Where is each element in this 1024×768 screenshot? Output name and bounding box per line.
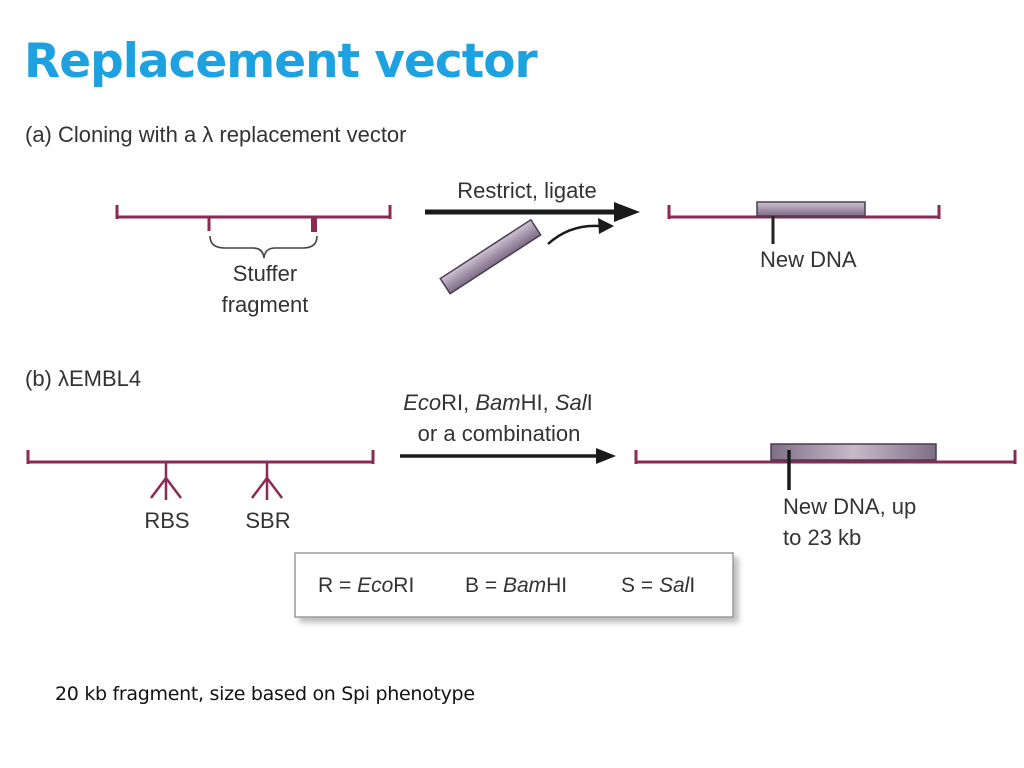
new-dna-label-a: New DNA (760, 247, 857, 272)
panel-a-heading: (a) Cloning with a λ replacement vector (25, 122, 407, 147)
rbs-site-marker (150, 462, 182, 500)
sbr-site-marker (251, 462, 283, 500)
new-dna-insert-a (756, 201, 866, 217)
fragment-label: fragment (222, 292, 309, 317)
restrict-ligate-arrow (425, 202, 640, 222)
panel-b-heading: (b) λEMBL4 (25, 366, 141, 391)
insert-curved-arrowhead (598, 218, 614, 234)
stuffer-label: Stuffer (233, 261, 297, 286)
digest-arrow-b (400, 448, 616, 464)
stuffer-brace (209, 235, 318, 259)
vector-b-right (634, 450, 1017, 464)
new-dna-label-b-line2: to 23 kb (783, 525, 861, 550)
enzyme-i: I (587, 390, 593, 415)
vector-b-left (26, 450, 375, 464)
new-dna-fragment-a (439, 218, 542, 295)
enzyme-sal: Sal (555, 390, 588, 415)
restrict-ligate-label: Restrict, ligate (457, 178, 596, 203)
rbs-label: RBS (144, 508, 189, 533)
combination-label: or a combination (418, 421, 581, 446)
new-dna-label-b-line1: New DNA, up (783, 494, 916, 519)
slide-title: Replacement vector (24, 34, 538, 89)
legend-b: B = BamHI (465, 574, 567, 597)
vector-a-right (667, 205, 941, 219)
restriction-site-marker (311, 217, 317, 232)
slide-caption: 20 kb fragment, size based on Spi phenot… (55, 683, 475, 705)
enzyme-eco: Eco (403, 390, 441, 415)
enzyme-bam: Bam (475, 390, 520, 415)
legend-r: R = EcoRI (318, 574, 414, 597)
enzyme-legend: R = EcoRI B = BamHI S = SalI (294, 552, 734, 618)
vector-a-left (115, 205, 392, 231)
enzyme-ri: RI, (441, 390, 475, 415)
legend-s: S = SalI (621, 574, 695, 597)
new-dna-insert-b (770, 443, 937, 461)
insert-curved-arrow (547, 224, 601, 245)
sbr-label: SBR (245, 508, 290, 533)
enzymes-label: EcoRI, BamHI, SalI (403, 390, 593, 415)
enzyme-hi: HI, (521, 390, 555, 415)
